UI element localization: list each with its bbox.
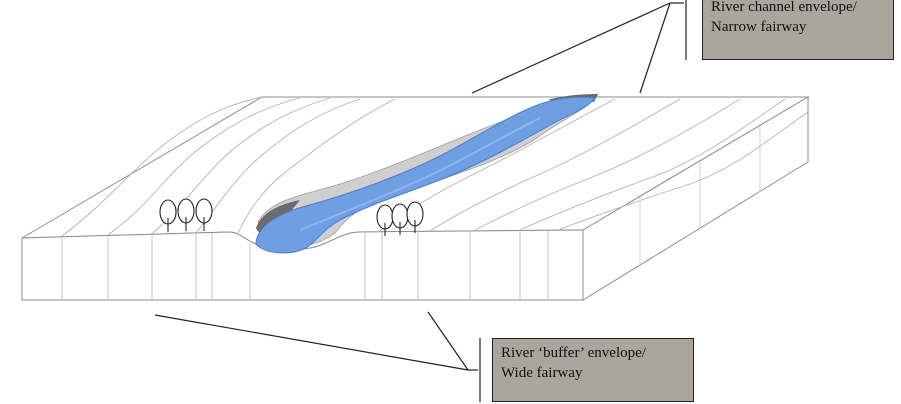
wide-fairway-label: River ‘buffer’ envelope/ Wide fairway xyxy=(492,338,694,402)
narrow-fairway-label-line2: Narrow fairway xyxy=(711,19,807,35)
wide-fairway-label-line1: River ‘buffer’ envelope/ xyxy=(501,345,646,361)
narrow-fairway-label: River channel envelope/ Narrow fairway xyxy=(702,0,894,60)
tree-icon xyxy=(406,201,424,233)
tree-icon xyxy=(391,203,409,235)
wide-fairway-label-line2: Wide fairway xyxy=(501,365,583,381)
wide-fairway-leaders xyxy=(154,311,481,402)
side-face-lines xyxy=(639,126,761,266)
tree-group-right xyxy=(376,201,424,236)
tree-icon xyxy=(159,199,177,232)
block-side-face xyxy=(582,96,809,301)
narrow-fairway-leaders xyxy=(471,0,687,94)
tree-group-left xyxy=(159,198,213,232)
narrow-fairway-label-line1: River channel envelope/ xyxy=(711,0,857,15)
front-face-lines xyxy=(61,230,549,300)
tree-icon xyxy=(177,198,195,231)
river-highlight xyxy=(299,117,541,231)
tree-icon xyxy=(195,198,213,231)
